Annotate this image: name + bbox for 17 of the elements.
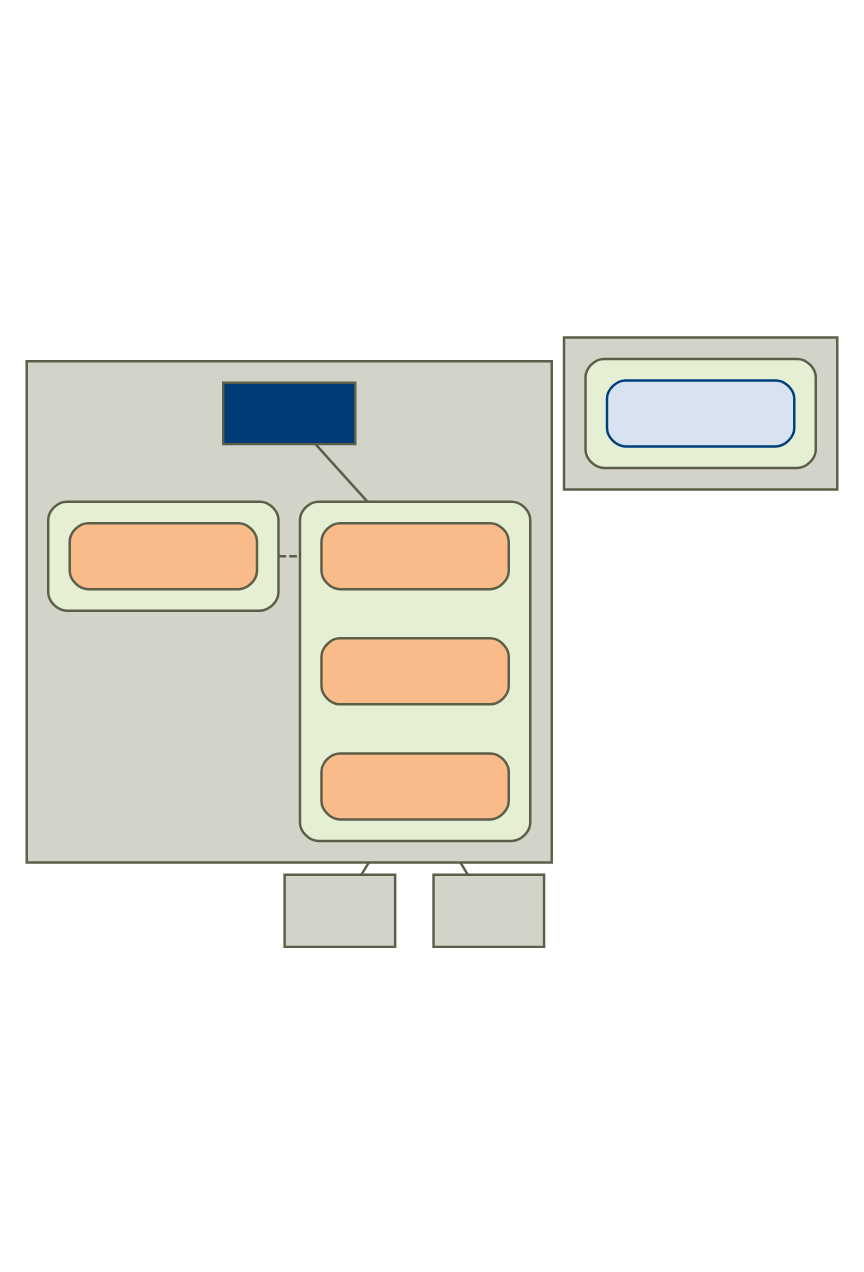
node-box [320,752,510,821]
node-box [320,521,510,591]
connector [459,861,469,876]
connector [278,554,300,558]
node-box [432,873,546,949]
cluster [47,500,280,612]
node-box [283,873,397,949]
cluster [298,500,532,843]
node-box [222,381,357,446]
cluster [25,360,553,864]
node-box [605,379,796,448]
cluster [562,336,839,491]
connector [360,861,370,876]
connector [315,443,369,503]
node-box [320,637,510,706]
node-box [68,521,259,591]
cluster [584,357,817,470]
